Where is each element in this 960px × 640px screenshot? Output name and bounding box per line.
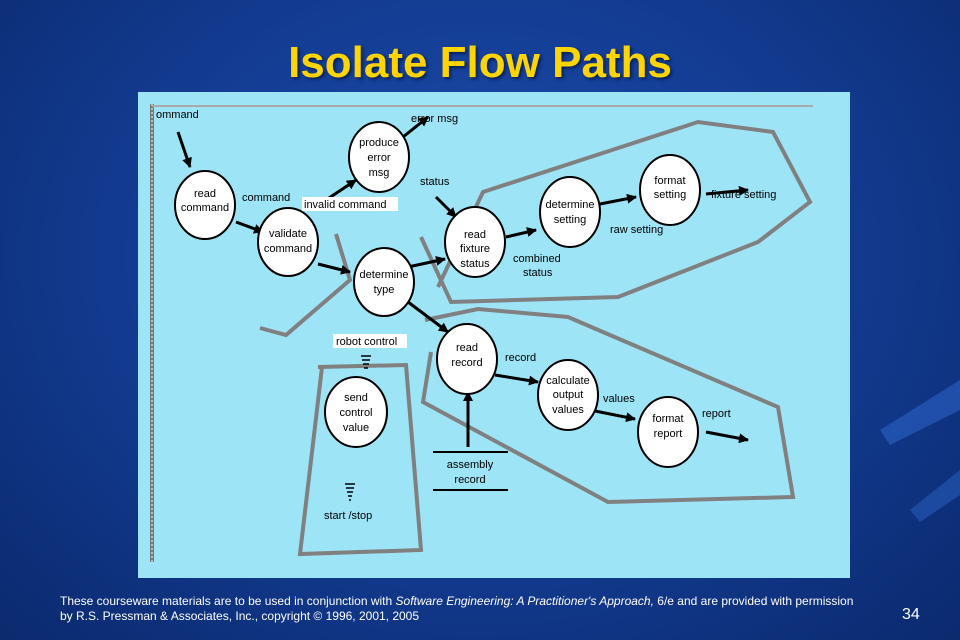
- process-read-command: read command: [174, 170, 236, 240]
- svg-text:read: read: [194, 188, 216, 200]
- label-robot-control-bg: [333, 334, 407, 348]
- process-read-record: read record: [436, 323, 498, 395]
- label-command: command: [242, 192, 290, 204]
- slide-title: Isolate Flow Paths: [288, 38, 672, 87]
- process-read-fixture-status: read fixture status: [444, 206, 506, 278]
- svg-text:assembly: assembly: [447, 459, 494, 471]
- page-number: 34: [902, 606, 920, 623]
- svg-text:produce: produce: [359, 137, 399, 149]
- label-combined-status-2: status: [523, 267, 553, 279]
- flow-diagram: assembly record read command validate co…: [138, 92, 850, 578]
- svg-text:report: report: [654, 428, 683, 440]
- label-error-msg: error msg: [411, 113, 458, 125]
- data-store-label-line1: assembly: [447, 459, 494, 471]
- footer-text-2: 6/e and are provided with permission by …: [60, 594, 854, 623]
- background-swoosh: [840, 260, 960, 560]
- label-fixture-setting: fixture setting: [711, 189, 776, 201]
- control-flow-markers: [345, 355, 371, 501]
- svg-text:output: output: [553, 389, 584, 401]
- footer-book-title: Software Engineering: A Practitioner's A…: [395, 594, 654, 608]
- process-produce-error-msg: produce error msg: [348, 121, 410, 193]
- label-combined-status-1: combined: [513, 253, 561, 265]
- process-format-setting: format setting: [639, 154, 701, 226]
- svg-text:determine: determine: [360, 269, 409, 281]
- svg-text:msg: msg: [369, 167, 390, 179]
- svg-text:status: status: [460, 258, 490, 270]
- label-robot-control: robot control: [336, 336, 397, 348]
- data-store-label-line2: record: [454, 474, 485, 486]
- process-calculate-output-values: calculate output values: [537, 359, 599, 431]
- svg-text:setting: setting: [654, 189, 686, 201]
- footer-text-1: These courseware materials are to be use…: [60, 594, 396, 608]
- svg-text:record: record: [454, 474, 485, 486]
- label-report: report: [702, 408, 731, 420]
- svg-text:read: read: [456, 342, 478, 354]
- svg-text:determine: determine: [546, 199, 595, 211]
- process-validate-command: validate command: [257, 207, 319, 277]
- svg-text:format: format: [654, 175, 685, 187]
- data-store-assembly-record: assembly record: [433, 451, 508, 491]
- svg-text:format: format: [652, 413, 683, 425]
- diagram-frame: [150, 104, 813, 562]
- svg-text:record: record: [451, 357, 482, 369]
- svg-text:command: command: [181, 202, 229, 214]
- partition-lower: [420, 306, 796, 505]
- process-send-control-value: send control value: [324, 376, 388, 448]
- label-status: status: [420, 176, 450, 188]
- svg-text:value: value: [343, 422, 369, 434]
- process-format-report: format report: [637, 396, 699, 468]
- copyright-footer: These courseware materials are to be use…: [60, 594, 860, 624]
- svg-text:send: send: [344, 392, 368, 404]
- flow-diagram-canvas: assembly record read command validate co…: [150, 104, 813, 562]
- label-invalid-command-bg: [302, 197, 398, 211]
- label-invalid-command: invalid command: [304, 199, 387, 211]
- svg-text:command: command: [264, 243, 312, 255]
- svg-text:read: read: [464, 229, 486, 241]
- label-record: record: [505, 352, 536, 364]
- partition-divider: [259, 233, 353, 338]
- process-determine-setting: determine setting: [539, 176, 601, 248]
- svg-text:calculate: calculate: [546, 375, 589, 387]
- process-determine-type: determine type: [353, 247, 415, 317]
- svg-text:type: type: [374, 284, 395, 296]
- label-command-in: ommand: [156, 109, 199, 121]
- label-values: values: [603, 393, 635, 405]
- svg-text:error: error: [367, 152, 391, 164]
- label-start-stop: start /stop: [324, 510, 372, 522]
- svg-text:validate: validate: [269, 228, 307, 240]
- partition-robot: [297, 362, 424, 557]
- partition-upper: [419, 119, 813, 305]
- svg-text:values: values: [552, 404, 584, 416]
- flow-arrows: [176, 115, 749, 447]
- svg-text:fixture: fixture: [460, 243, 490, 255]
- label-raw-setting: raw setting: [610, 224, 663, 236]
- partition-outlines: [259, 119, 813, 557]
- svg-text:setting: setting: [554, 214, 586, 226]
- svg-text:control: control: [339, 407, 372, 419]
